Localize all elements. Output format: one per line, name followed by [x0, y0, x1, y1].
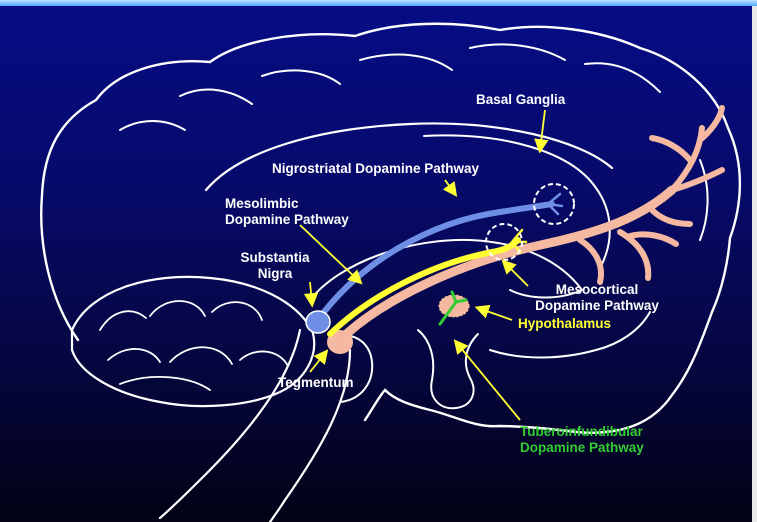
label-mesocortical-line1: Mesocortical — [515, 282, 679, 298]
corpus-callosum — [206, 123, 612, 190]
pituitary-stalk — [418, 330, 478, 408]
label-basal-ganglia: Basal Ganglia — [476, 92, 565, 108]
label-tubero-line2: Dopamine Pathway — [520, 440, 644, 456]
brain-outline — [41, 24, 740, 433]
nigrostriatal-terminals — [548, 194, 562, 214]
label-substantia-nigra: Substantia Nigra — [232, 250, 318, 282]
label-tuberoinfundibular: Tuberoinfundibular Dopamine Pathway — [520, 424, 644, 456]
label-hypothalamus: Hypothalamus — [518, 316, 611, 332]
label-substantia-line2: Nigra — [232, 266, 318, 282]
label-substantia-line1: Substantia — [232, 250, 318, 266]
label-mesolimbic-line1: Mesolimbic — [225, 196, 349, 212]
label-mesocortical-line2: Dopamine Pathway — [515, 298, 679, 314]
cortex-gyri — [120, 44, 708, 240]
cerebellum-folia — [100, 301, 288, 390]
label-nigrostriatal: Nigrostriatal Dopamine Pathway — [272, 161, 479, 177]
substantia-nigra-region — [306, 311, 330, 333]
label-mesocortical: Mesocortical Dopamine Pathway — [515, 282, 679, 314]
label-mesolimbic-line2: Dopamine Pathway — [225, 212, 349, 228]
label-tegmentum: Tegmentum — [278, 375, 354, 391]
label-arrows — [300, 110, 545, 420]
label-mesolimbic: Mesolimbic Dopamine Pathway — [225, 196, 349, 228]
label-tubero-line1: Tuberoinfundibular — [520, 424, 644, 440]
